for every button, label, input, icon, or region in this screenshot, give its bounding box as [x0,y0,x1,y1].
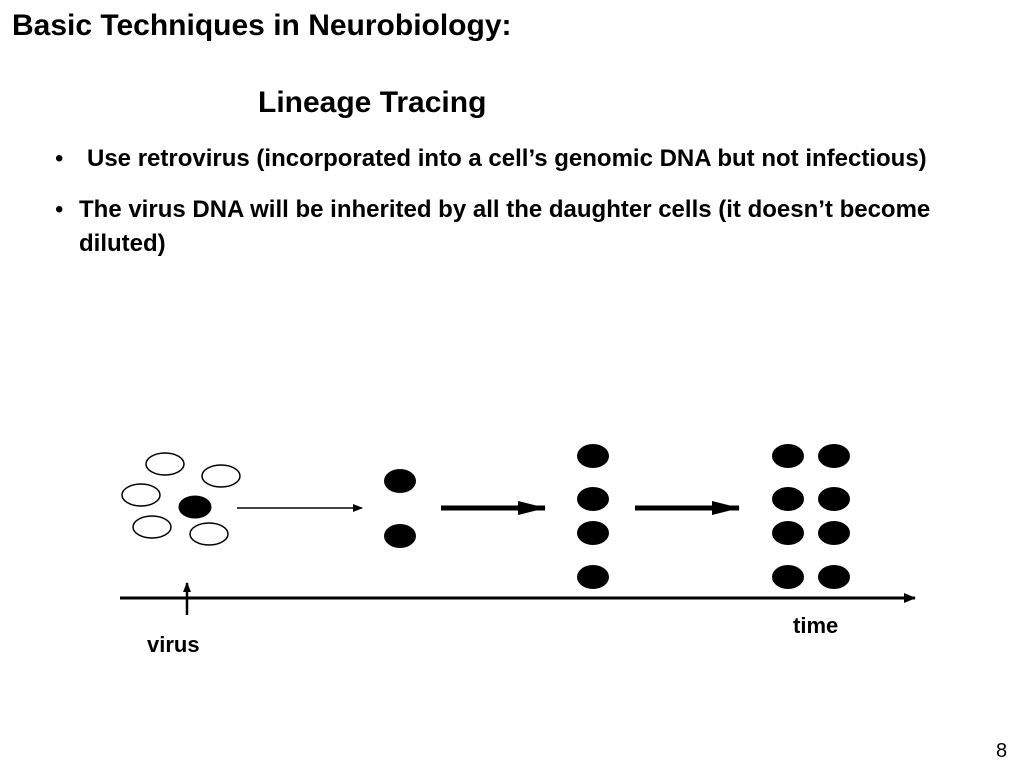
bullet-text: Use retrovirus (incorporated into a cell… [87,145,927,172]
unlabeled-cell [189,522,229,546]
slide-title: Basic Techniques in Neurobiology: [12,9,512,42]
bullet-list: • Use retrovirus (incorporated into a ce… [55,142,955,278]
bullet-item-retrovirus: • Use retrovirus (incorporated into a ce… [55,142,955,176]
page-number: 8 [996,740,1008,762]
unlabeled-cell [145,452,185,476]
labeled-cell [818,565,850,589]
labeled-cell [772,444,804,468]
unlabeled-cell [121,483,161,507]
labeled-cell [178,495,212,519]
labeled-cell [577,521,609,545]
second-division-group [577,444,609,589]
bullet-icon: • [55,196,64,223]
first-division-group [384,469,416,548]
labeled-cell [384,469,416,493]
labeled-cell [818,444,850,468]
labeled-cell [772,565,804,589]
unlabeled-cell [201,464,241,488]
third-division-group [772,444,850,589]
labeled-cell [577,444,609,468]
time-label: time [793,613,839,638]
bullet-text: The virus DNA will be inherited by all t… [79,196,931,257]
labeled-cell [772,521,804,545]
labeled-cell [818,521,850,545]
virus-label: virus [147,632,200,657]
labeled-cell [577,565,609,589]
slide-subtitle: Lineage Tracing [258,86,487,119]
initial-cell-group [121,452,241,546]
bullet-item-inheritance: • The virus DNA will be inherited by all… [55,193,955,261]
labeled-cell [818,487,850,511]
labeled-cell [384,524,416,548]
bullet-icon: • [55,145,64,172]
unlabeled-cell [132,515,172,539]
labeled-cell [577,487,609,511]
labeled-cell [772,487,804,511]
